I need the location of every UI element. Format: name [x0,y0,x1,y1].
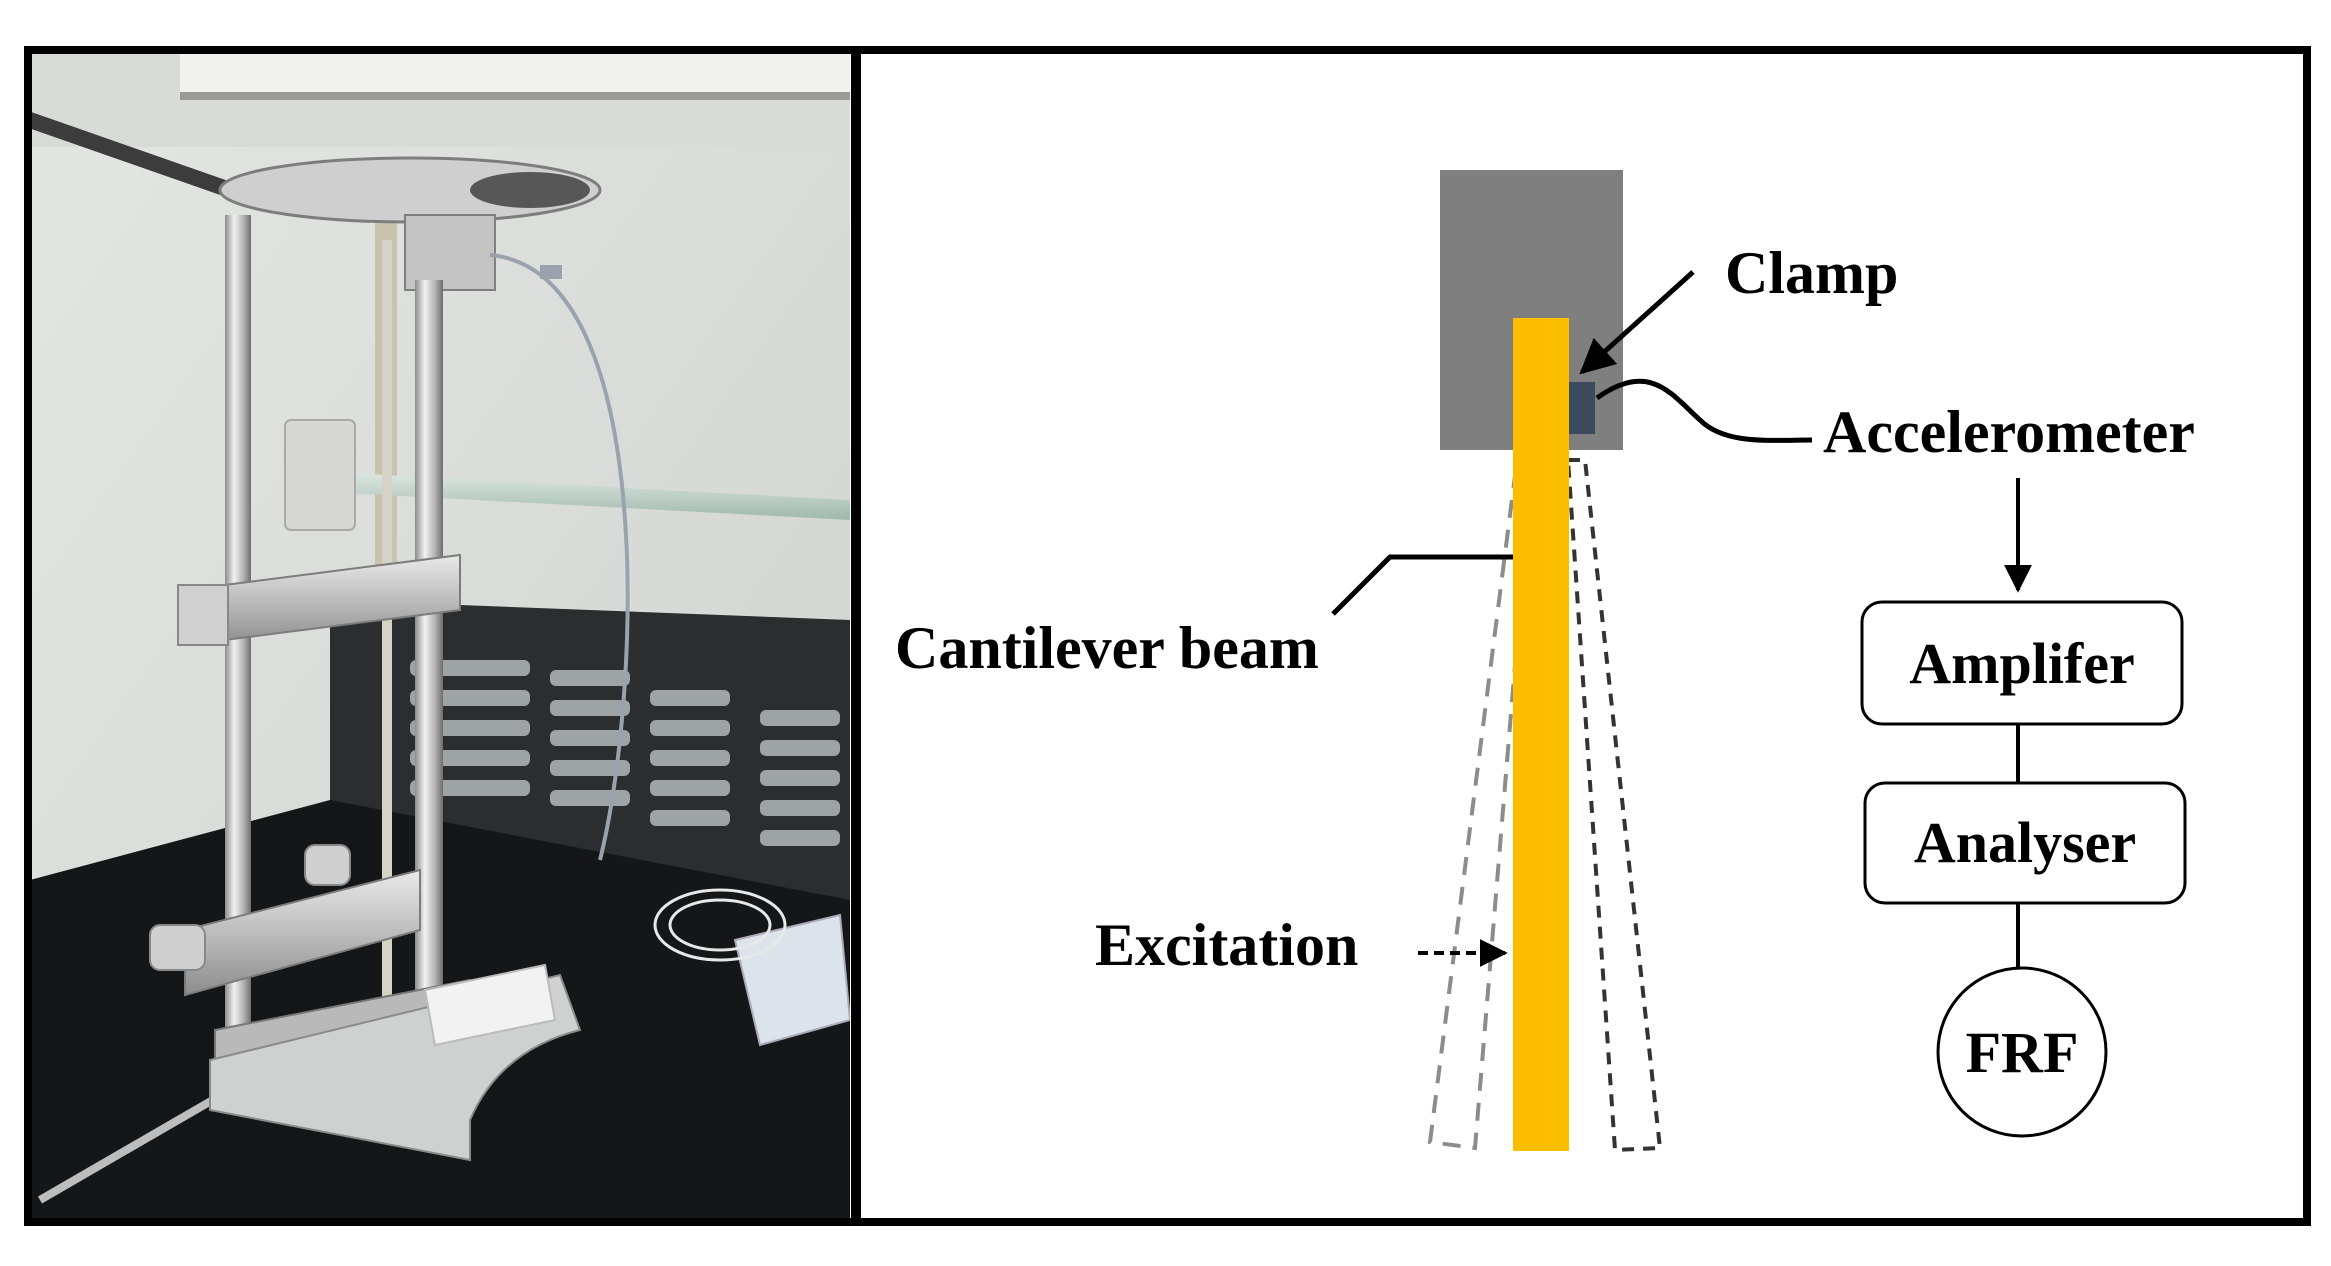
clamp-label: Clamp [1725,240,1898,306]
cantilever-beam [1513,318,1569,1151]
frf-circle [1936,966,2108,1138]
beam-deflection-right [1565,458,1663,1153]
amplifier-label: Amplifer [1909,631,2135,696]
accelerometer-label: Accelerometer [1823,399,2195,465]
analyser-box [1863,781,2187,905]
schematic-diagram: Clamp Accelerometer Cantilever beam Exci… [895,170,2195,1153]
amplifier-box [1860,600,2184,726]
accelerometer-leader [1595,378,1813,443]
outer-frame [24,46,2311,1226]
analyser-label: Analyser [1914,810,2136,875]
frf-label: FRF [1966,1020,2079,1085]
cantilever-beam-leader [1331,554,1513,616]
cantilever-beam-label: Cantilever beam [895,615,1319,681]
clamp-arrow [1579,270,1695,375]
accelerometer-sensor [1569,382,1595,434]
experimental-rig-photo [30,52,850,1220]
excitation-label: Excitation [1095,912,1358,978]
